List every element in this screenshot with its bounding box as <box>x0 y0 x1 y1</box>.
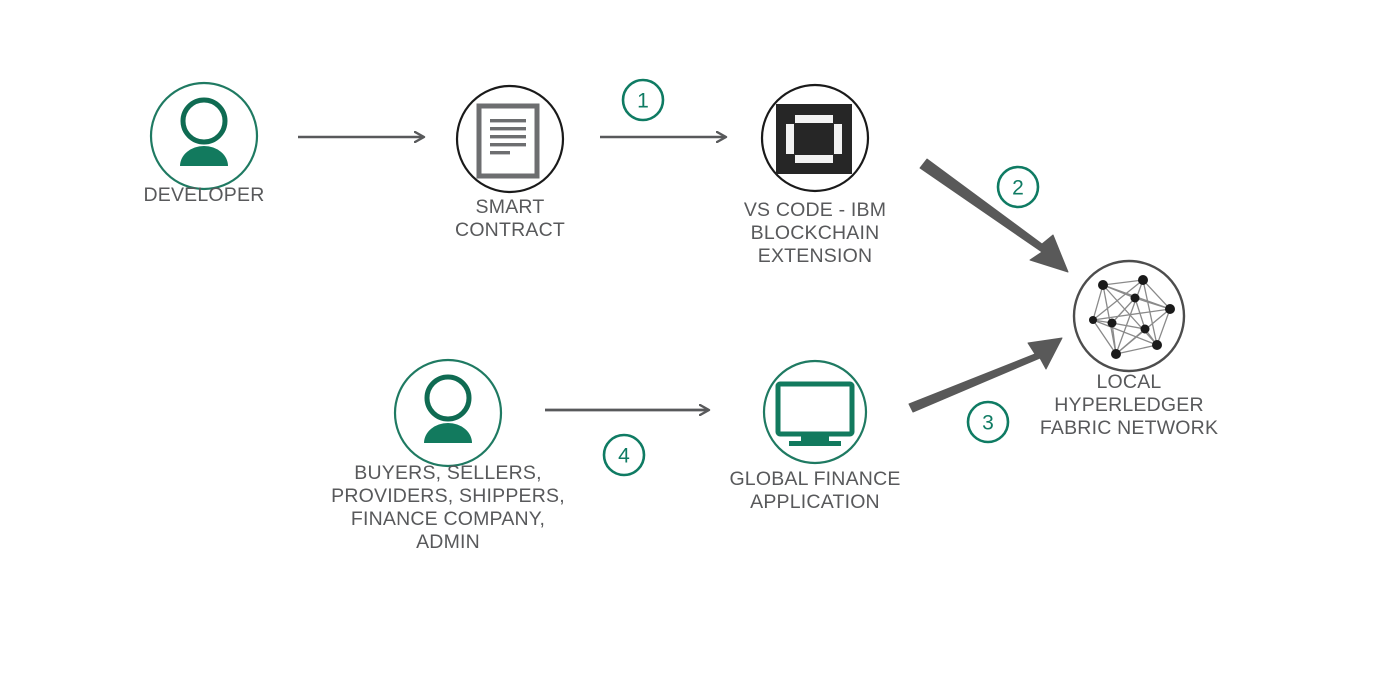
vs-code-label-line-2: EXTENSION <box>758 245 873 267</box>
person-icon <box>424 374 472 443</box>
thick-arrow-shape <box>919 158 1069 273</box>
step-4-circle <box>602 433 646 477</box>
network-graph-nodes <box>1089 275 1175 359</box>
network-label-line-2: FABRIC NETWORK <box>1040 417 1218 439</box>
node-local-hyperledger-fabric-network[interactable]: LOCAL HYPERLEDGER FABRIC NETWORK <box>1040 259 1218 439</box>
vscode-blockchain-extension-icon <box>776 104 852 174</box>
vs-code-label-line-0: VS CODE - IBM <box>744 199 886 221</box>
monitor-icon <box>775 381 855 446</box>
thick-arrow-shape <box>908 337 1063 413</box>
step-1-circle <box>621 78 665 122</box>
smart-contract-label-line-1: CONTRACT <box>455 219 565 241</box>
step-badge-4: 4 <box>602 433 646 477</box>
step-3-circle <box>966 400 1010 444</box>
connector-app-to-network <box>908 337 1063 413</box>
node-smart-contract[interactable]: SMART CONTRACT <box>455 84 565 241</box>
node-global-finance-application[interactable]: GLOBAL FINANCE APPLICATION <box>729 359 900 513</box>
person-icon <box>180 97 228 166</box>
participants-label-line-0: BUYERS, SELLERS, <box>354 462 541 484</box>
participants-label-line-2: FINANCE COMPANY, <box>351 508 545 530</box>
participants-label-line-1: PROVIDERS, SHIPPERS, <box>331 485 565 507</box>
step-badge-3: 3 <box>966 400 1010 444</box>
participants-label-line-3: ADMIN <box>416 531 480 553</box>
step-2-number: 2 <box>1012 177 1024 200</box>
participants-circle-outline <box>393 358 503 468</box>
node-developer[interactable]: DEVELOPER <box>143 81 264 206</box>
step-4-number: 4 <box>618 445 630 468</box>
node-vs-code-extension[interactable]: VS CODE - IBM BLOCKCHAIN EXTENSION <box>744 83 886 267</box>
network-label-line-0: LOCAL <box>1097 371 1162 393</box>
node-participants[interactable]: BUYERS, SELLERS, PROVIDERS, SHIPPERS, FI… <box>331 358 565 553</box>
step-badge-2: 2 <box>996 165 1040 209</box>
connector-vs-code-to-network <box>919 158 1069 273</box>
step-2-circle <box>996 165 1040 209</box>
global-finance-label-line-0: GLOBAL FINANCE <box>729 468 900 490</box>
step-3-number: 3 <box>982 412 994 435</box>
step-1-number: 1 <box>637 90 649 113</box>
network-label-line-1: HYPERLEDGER <box>1054 394 1204 416</box>
developer-circle-outline <box>149 81 259 191</box>
developer-label-line-0: DEVELOPER <box>143 184 264 206</box>
vs-code-label-line-1: BLOCKCHAIN <box>751 222 880 244</box>
global-finance-label-line-1: APPLICATION <box>750 491 880 513</box>
document-icon <box>476 103 540 179</box>
smart-contract-label-line-0: SMART <box>476 196 545 218</box>
step-badge-1: 1 <box>621 78 665 122</box>
